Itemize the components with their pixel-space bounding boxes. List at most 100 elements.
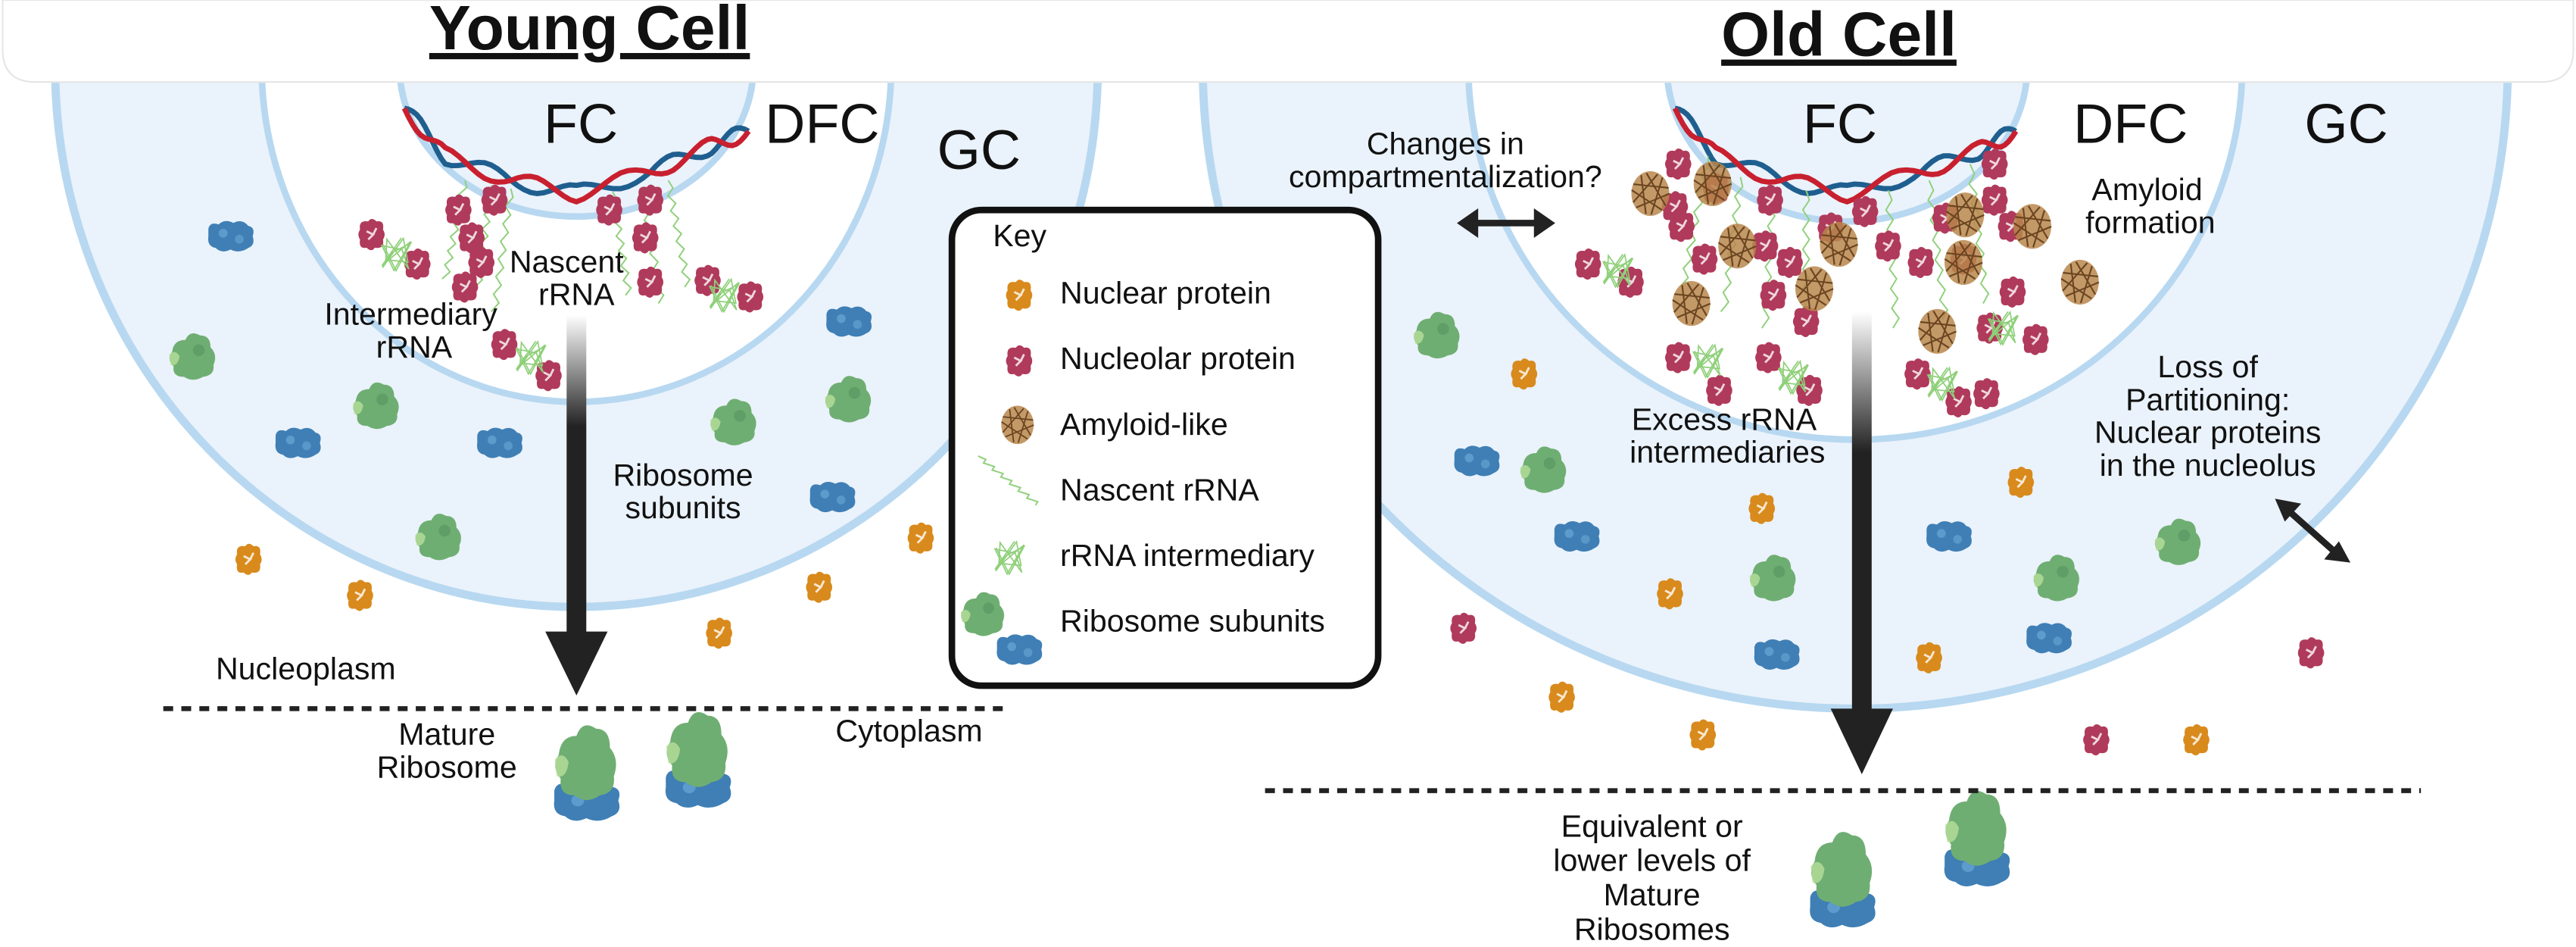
nuclear-protein [1748, 492, 1776, 524]
large-subunit [1944, 790, 2007, 866]
amyloid-aggregate [1693, 161, 1732, 207]
nucleolar-protein [1574, 248, 1601, 280]
nucleolar-protein [491, 329, 518, 361]
rrna-intermediary [1926, 366, 1959, 402]
rrna-intermediary-icon [993, 540, 1026, 576]
nucleolar-protein [1875, 230, 1901, 262]
nucleolar-protein [1760, 280, 1787, 311]
key-item-ribosome-subunits: Ribosome subunits [1060, 604, 1325, 639]
old-fc-label: FC [1803, 92, 1877, 155]
nucleolar-protein [596, 194, 622, 226]
nascent-rrna-strand [490, 188, 514, 313]
nucleolar-protein [1668, 211, 1695, 242]
key-item-amyloid-like: Amyloid-like [1060, 407, 1228, 442]
amyloid-aggregate [2013, 204, 2052, 249]
nuclear-protein [907, 522, 934, 554]
nucleolar-protein [632, 222, 659, 254]
nucleolar-protein [1904, 358, 1931, 390]
mature-ribosome [1810, 832, 1876, 928]
nucleolar-protein [1691, 243, 1718, 275]
rrna-intermediary [515, 339, 547, 376]
small-subunit [1554, 520, 1600, 552]
nuclear-protein [1689, 719, 1717, 751]
key-item-rrna-intermediary: rRNA intermediary [1060, 538, 1315, 573]
nucleolar-protein [1851, 195, 1879, 227]
nucleolar-protein [1665, 148, 1692, 180]
nuclear-protein [347, 580, 373, 611]
small-subunit [1926, 520, 1972, 552]
small-subunit [275, 427, 321, 458]
nascent-rrna-strand [1927, 180, 1949, 320]
rrna-intermediary [1987, 310, 2019, 346]
large-subunit [554, 725, 616, 801]
nucleolar-protein [637, 184, 664, 216]
nucleolar-protein [2297, 637, 2325, 669]
nucleoplasm-label: Nucleoplasm [216, 651, 396, 686]
nuclear-protein [706, 617, 732, 649]
mature-ribosome [1944, 790, 2010, 886]
large-subunit [1749, 555, 1796, 602]
nucleolar-protein [1776, 246, 1803, 279]
cytoplasm-label: Cytoplasm [835, 714, 982, 749]
dna-strand-red [1672, 107, 2019, 205]
nascent-rrna-strand [666, 180, 691, 288]
nucleolar-protein [1757, 184, 1783, 216]
rrna-intermediary [1777, 359, 1810, 395]
mature-ribosome [665, 712, 731, 808]
partition-double-arrow-icon [2275, 499, 2351, 563]
nucleolar-protein [1706, 374, 1732, 406]
young-fc-ring [397, 82, 756, 220]
nucleolar-protein [1617, 266, 1644, 298]
amyloid-aggregate [1631, 170, 1670, 217]
nucleolar-protein [1999, 276, 2026, 308]
key-item-nucleolar-protein: Nucleolar protein [1060, 341, 1296, 376]
young-rdna-helix [401, 105, 751, 205]
nascent-rrna-icon [978, 455, 1039, 506]
large-subunit-icon [960, 592, 1005, 636]
amyloid-aggregate [1944, 239, 1983, 285]
old-cell-title: Old Cell [1721, 1, 1957, 70]
large-subunit [2154, 518, 2201, 565]
nuclear-protein [235, 543, 262, 575]
amyloid-aggregate [1918, 308, 1957, 354]
nucleolar-protein [451, 271, 479, 303]
amyloid-aggregate [1820, 222, 1858, 267]
large-subunit [1413, 311, 1460, 359]
small-subunit [2026, 623, 2072, 654]
nucleolar-protein [1665, 342, 1692, 373]
young-processing-arrow [545, 314, 608, 696]
amyloid-aggregate [1946, 192, 1985, 238]
young-dfc-label: DFC [765, 92, 879, 155]
nuclear-protein [1548, 681, 1575, 713]
nucleolar-protein [404, 248, 431, 280]
rrna-intermediary [380, 236, 413, 273]
nucleolar-protein [458, 222, 485, 254]
nuclear-protein-icon [1006, 280, 1033, 311]
title-banner [2, 0, 2574, 83]
nucleolar-protein [1907, 246, 1935, 279]
nucleolar-protein [1981, 184, 2008, 216]
small-subunit [1454, 445, 1500, 477]
small-subunit [207, 220, 254, 252]
nuclear-protein [1916, 642, 1942, 674]
large-subunit [825, 376, 872, 423]
young-gc-label: GC [937, 118, 1021, 181]
key-item-nuclear-protein: Nuclear protein [1060, 276, 1271, 311]
amyloid-aggregate [1718, 223, 1757, 269]
young-fc-label: FC [544, 92, 618, 155]
dna-strand-blue [404, 105, 750, 196]
young-cell-title: Young Cell [429, 0, 750, 63]
nucleolar-protein [2022, 323, 2049, 355]
large-subunit [169, 333, 216, 380]
nucleolar-protein [358, 219, 385, 251]
small-subunit [477, 427, 522, 458]
